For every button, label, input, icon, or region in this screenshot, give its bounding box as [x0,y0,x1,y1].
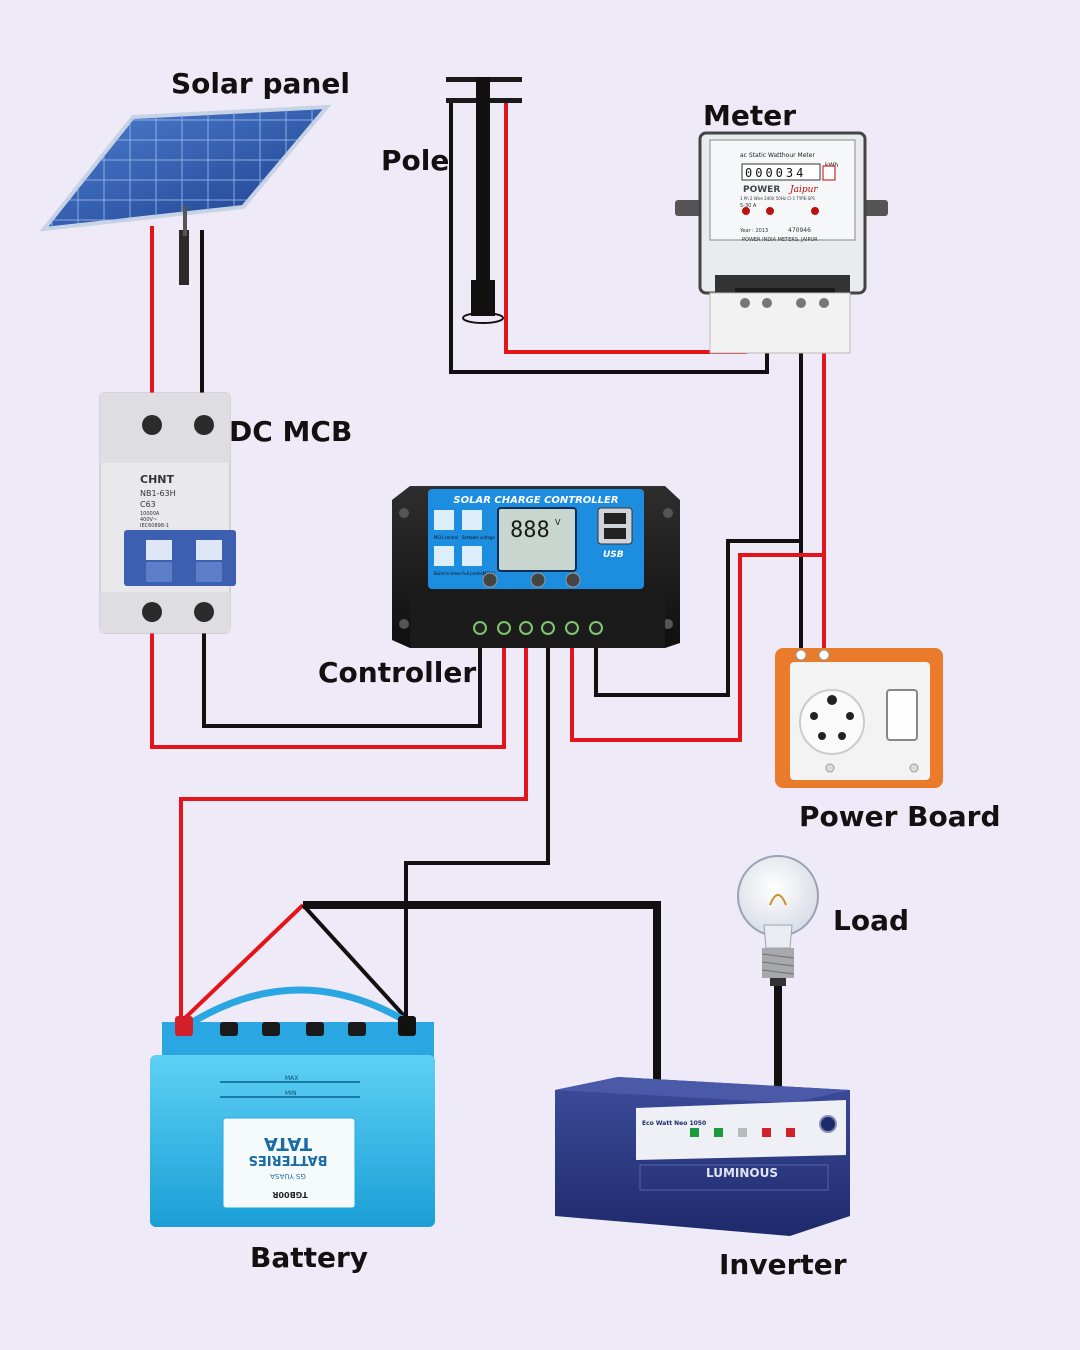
label-inverter: Inverter [719,1248,847,1281]
label-power-board: Power Board [799,800,1001,833]
inverter-brand: LUMINOUS [706,1166,778,1180]
wire-controller-battery-positive [179,626,528,1020]
mcb-std: IEC60898-1 [140,523,169,529]
inverter: Eco Watt Neo 1050 LUMINOUS [555,1077,850,1236]
meter-maker: POWER INDIA METERS, JAIPUR [742,237,818,243]
solar-charge-controller: SOLAR CHARGE CONTROLLER MCU control Sett… [392,486,680,648]
wire-mcb-negative-to-controller [202,614,482,728]
dc-mcb: CHNT NB1-63H C63 10000A 400V~ IEC60898-1 [99,392,236,634]
controller-terminal-pv-pos [497,621,511,635]
label-dc-mcb: DC MCB [229,415,352,448]
battery-sub: BATTERIES [249,1152,328,1167]
mcb-brand: CHNT [140,473,174,486]
inverter-power-button[interactable] [819,1115,837,1133]
electric-pole [446,77,522,324]
battery-model: TGB00R [272,1190,307,1199]
label-controller: Controller [318,656,476,689]
controller-lcd-digits: 888 [510,518,550,543]
label-solar-panel: Solar panel [171,67,350,100]
load-bulb [737,855,819,986]
meter-city: Jaipur [788,185,818,195]
controller-terminal-pv-neg [473,621,487,635]
inverter-model: Eco Watt Neo 1050 [642,1120,706,1127]
controller-title: SOLAR CHARGE CONTROLLER [453,495,618,506]
socket-5-pin [799,689,865,755]
battery-min: MIN [285,1090,296,1097]
meter-brand: POWER [743,185,780,195]
meter-spec: 1 Ph 2 Wire 240V 50Hz Cl-1 TYPE-SP1 [740,196,816,201]
mcb-spec1: 10000A [140,511,160,517]
label-load: Load [833,904,909,937]
mcb-spec2: 400V~ [140,517,157,523]
controller-button-up[interactable] [530,572,546,588]
wire-controller-load-negative [594,539,803,697]
controller-feature-timer: Build-in timer [434,571,461,576]
labels: Solar panel Pole Meter DC MCB Controller… [171,67,1001,1281]
controller-feature-voltage: Settable voltage [462,535,495,540]
label-pole: Pole [381,144,449,177]
wire-inverter-cable-negative [301,903,408,1020]
controller-terminal-bat-neg [541,621,555,635]
wires [150,98,826,1095]
controller-terminal-bat-pos [519,621,533,635]
battery: MAX MIN TATA BATTERIES GS YUASA TGB00R [150,986,435,1227]
meter-led-phase [742,207,750,215]
mcb-rating: C63 [140,500,156,509]
controller-button-menu[interactable] [482,572,498,588]
label-meter: Meter [703,99,796,132]
wire-inverter-main-cable [303,901,661,1088]
meter-year: Year : 2013 [739,228,768,234]
label-battery: Battery [250,1241,368,1274]
power-board [775,648,943,788]
meter-serial: 470946 [788,227,811,234]
solar-panel [39,104,332,285]
wire-inverter-cable-positive [183,903,305,1020]
wire-controller-load-positive [570,553,826,742]
meter-current: 5-30 A [740,203,757,209]
controller-terminal-load-pos [565,621,579,635]
controller-usb-label: USB [603,550,624,560]
meter-title: ac Static Watthour Meter [740,152,815,159]
controller-feature-protect: Full protect [462,571,485,576]
controller-lcd [497,507,577,572]
controller-lcd-unit: V [555,518,561,527]
mcb-model: NB1-63H [140,489,176,498]
controller-terminal-load-neg [589,621,603,635]
controller-feature-mcu: MCU control [434,535,458,540]
wire-mcb-positive-to-controller [150,614,506,749]
controller-button-down[interactable] [565,572,581,588]
meter-led-cal [811,207,819,215]
wire-controller-battery-negative [404,626,550,1020]
switch[interactable] [886,689,918,741]
energy-meter: ac Static Watthour Meter kWh 000034 POWE… [675,131,888,354]
battery-partner: GS YUASA [270,1172,306,1180]
battery-brand: TATA [264,1133,312,1154]
battery-max: MAX [285,1075,298,1082]
meter-reading: 000034 [745,166,806,180]
meter-led-reverse [766,207,774,215]
